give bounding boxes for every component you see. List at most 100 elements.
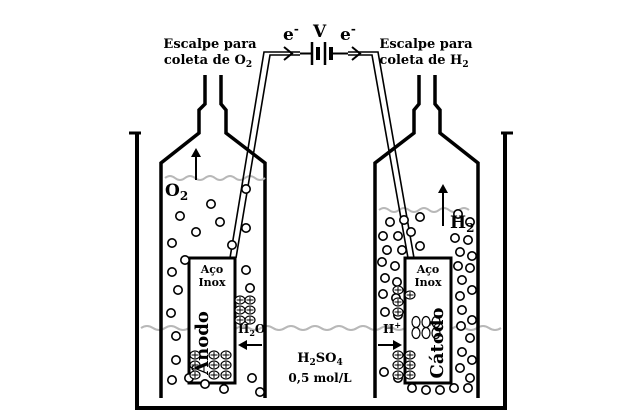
oxygen-bubble	[241, 184, 252, 195]
anode-ion	[234, 295, 246, 305]
anode-ion	[189, 370, 201, 380]
hplus-label: H+	[383, 320, 401, 336]
oxygen-bubble	[167, 266, 178, 277]
hydrogen-bubble	[420, 384, 431, 395]
oxygen-bubble	[171, 330, 182, 341]
oxygen-bubble	[175, 211, 186, 222]
water-arrow-head	[238, 340, 247, 350]
oxygen-bubble	[241, 223, 252, 234]
hydrogen-bubble	[466, 314, 477, 325]
cathode-ion	[404, 360, 416, 370]
oxygen-bubble	[247, 372, 258, 383]
anode-ion	[244, 305, 256, 315]
anode-ion	[189, 360, 201, 370]
hydrogen-bubble	[379, 272, 390, 283]
hydrogen-bubble	[379, 306, 390, 317]
cathode-ion	[392, 285, 404, 295]
electron-left-label: e-	[283, 22, 299, 45]
cathode-ion	[392, 350, 404, 360]
hydrogen-bubble	[464, 217, 475, 228]
right-wire-arrow	[351, 46, 362, 61]
right-cell-wall-left	[373, 75, 421, 398]
left-wire-arrow	[283, 46, 294, 61]
hydrogen-bubble	[392, 231, 403, 242]
oxygen-bubble	[200, 378, 211, 389]
steel-right-line1: Aço	[416, 263, 440, 276]
anode-label: Ânodo	[190, 311, 213, 376]
electron-right-label: e-	[340, 22, 356, 45]
hydrogen-bubble	[376, 256, 387, 267]
oxygen-bubble	[167, 238, 178, 249]
anode-ion	[208, 370, 220, 380]
cathode-ions	[392, 285, 441, 380]
concentration-label: 0,5 mol/L	[288, 371, 352, 385]
oxygen-bubble	[219, 383, 230, 394]
cathode-molecule	[411, 326, 421, 340]
cathode-ion	[404, 370, 416, 380]
steel-left-line2: Inox	[198, 276, 225, 289]
oxygen-bubbles	[166, 184, 266, 397]
hydrogen-bubble	[377, 231, 388, 242]
right-wire-inner	[348, 51, 415, 259]
escape-left-line1: Escalpe para	[163, 37, 257, 52]
hydrogen-bubble	[384, 217, 395, 228]
oxygen-bubble	[227, 240, 238, 251]
oxygen-bubble	[180, 255, 191, 266]
oxygen-bubble	[245, 282, 256, 293]
cathode-ion	[404, 290, 416, 300]
oxygen-bubble	[167, 374, 178, 385]
escape-right-line2: coleta de H2	[379, 53, 468, 70]
hydrogen-bubble	[456, 304, 467, 315]
left-cell-wall-right	[219, 75, 267, 398]
hydrogen-bubble	[452, 260, 463, 271]
hydrogen-bubble	[448, 382, 459, 393]
hydrogen-bubble	[396, 245, 407, 256]
outer-tank	[135, 133, 507, 410]
anode-ion	[244, 295, 256, 305]
cathode-molecule	[421, 326, 431, 340]
h2-arrow-head	[438, 184, 448, 193]
cathode-label: Cátodo	[427, 308, 448, 379]
hydrogen-bubble	[452, 209, 463, 220]
steel-left-line1: Aço	[200, 263, 224, 276]
hydrogen-bubble	[466, 354, 477, 365]
hydrogen-bubble	[466, 251, 477, 262]
escape-right-line1: Escalpe para	[379, 37, 473, 52]
hydrogen-bubble	[456, 274, 467, 285]
voltage-label: V	[312, 22, 327, 42]
hydrogen-bubble	[454, 247, 465, 258]
escape-left-line2: coleta de O2	[164, 53, 252, 70]
hydrogen-bubble	[455, 320, 466, 331]
hydrogen-bubble	[378, 366, 389, 377]
steel-right-line2: Inox	[414, 276, 441, 289]
hydrogen-bubble	[462, 382, 473, 393]
hydrogen-bubble	[454, 362, 465, 373]
oxygen-bubble	[173, 284, 184, 295]
anode-ions	[189, 295, 256, 380]
anode-ion	[208, 360, 220, 370]
cathode-ion	[392, 370, 404, 380]
hydrogen-bubble	[391, 276, 402, 287]
hydrogen-bubble	[464, 372, 475, 383]
hydrogen-bubble	[414, 212, 425, 223]
anode-ion	[189, 350, 201, 360]
hydrogen-bubble	[414, 241, 425, 252]
left-gas-liquid-surface	[164, 175, 266, 181]
cathode-ion	[392, 297, 404, 307]
anode-ion	[220, 350, 232, 360]
anode-ion	[234, 305, 246, 315]
cathode-ion	[404, 350, 416, 360]
cathode-ion	[392, 307, 404, 317]
cathode-ion	[392, 360, 404, 370]
anode-ion	[208, 350, 220, 360]
oxygen-bubble	[191, 227, 202, 238]
oxygen-bubble	[206, 199, 217, 210]
hydrogen-bubble	[454, 290, 465, 301]
hydrogen-bubble	[406, 382, 417, 393]
o2-arrow-head	[191, 148, 201, 157]
anode-ion	[244, 315, 256, 325]
hydrogen-bubble	[449, 233, 460, 244]
oxygen-bubble	[215, 217, 226, 228]
water-label: H2O	[238, 322, 265, 338]
